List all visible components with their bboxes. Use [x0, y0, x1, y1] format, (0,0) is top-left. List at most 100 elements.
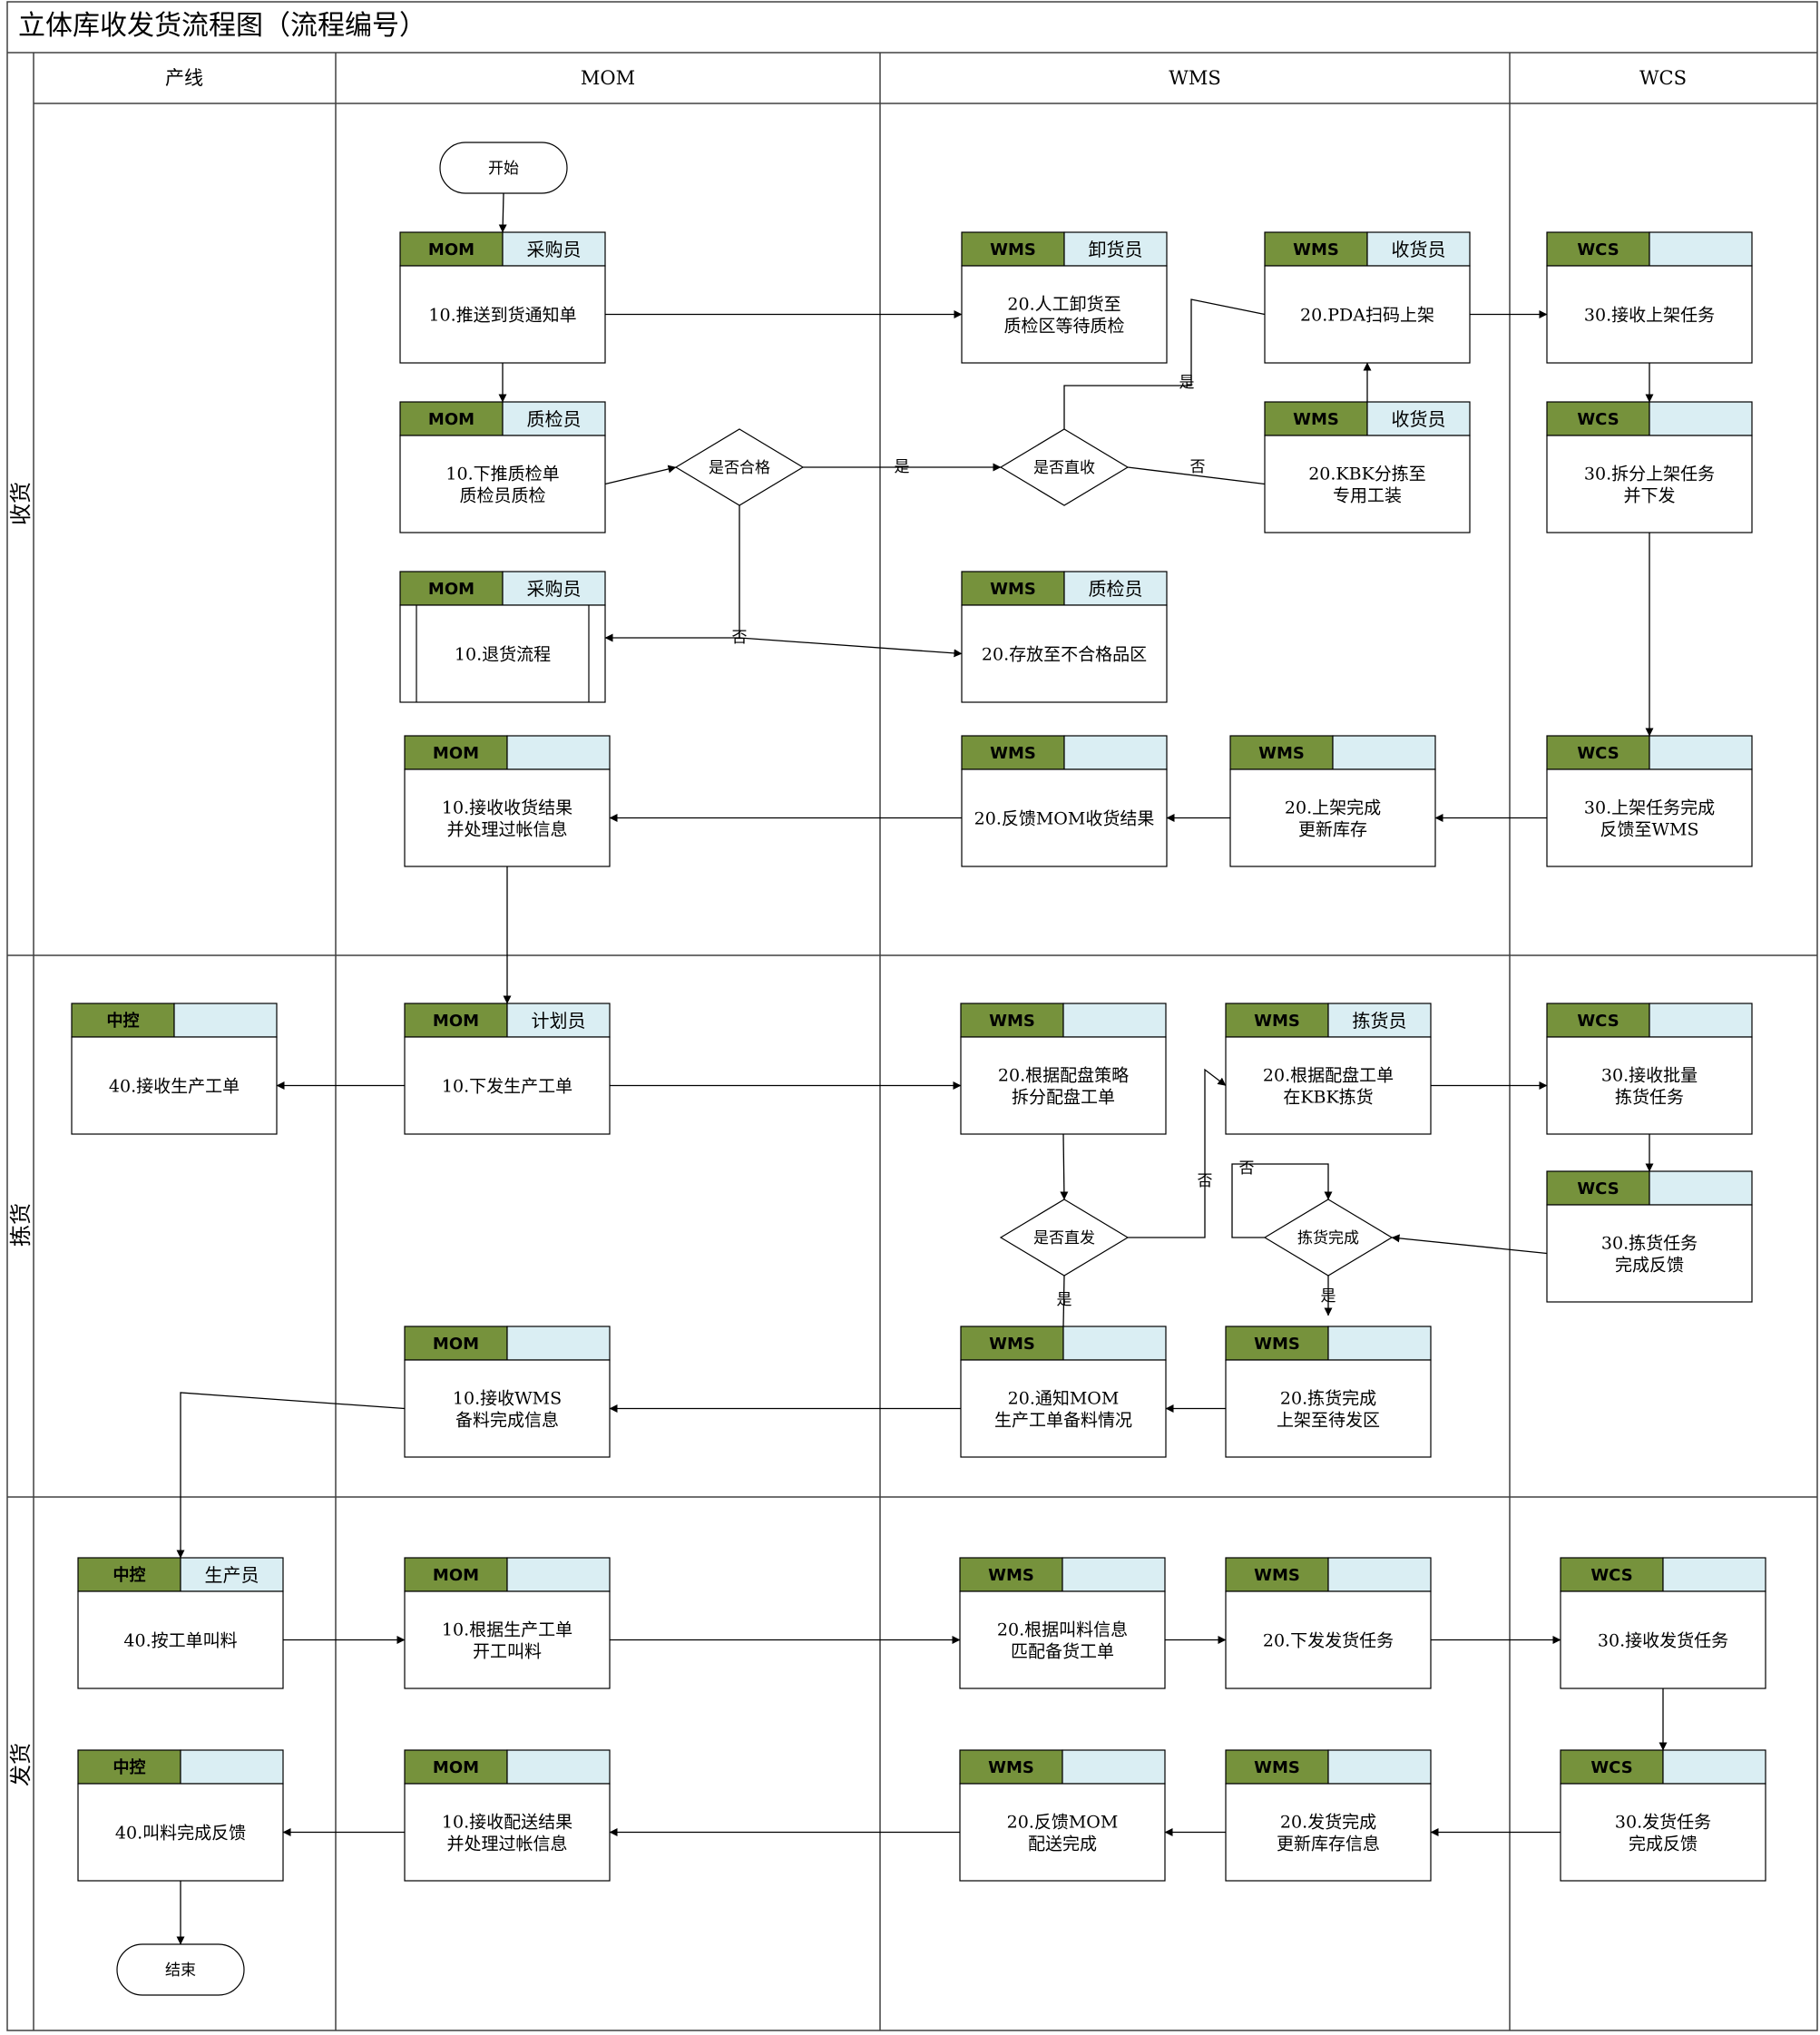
lane-labels: 收货 拣货 发货 — [8, 482, 34, 1786]
node-text: 20.发货完成 — [1280, 1813, 1376, 1833]
node-text: 40.按工单叫料 — [123, 1631, 237, 1651]
node-body — [399, 604, 606, 703]
node-text: 40.叫料完成反馈 — [115, 1824, 246, 1844]
node-text: 30.接收发货任务 — [1598, 1631, 1728, 1651]
node-body — [71, 1036, 278, 1135]
node-role: 质检员 — [1089, 578, 1143, 600]
node-text: 上架至待发区 — [1277, 1411, 1380, 1431]
node-role-band — [1327, 1749, 1432, 1785]
node-role: 采购员 — [527, 239, 582, 260]
node-tag-band — [1225, 1326, 1329, 1361]
flow-arrow — [604, 465, 677, 485]
node-system-tag: MOM — [428, 580, 475, 599]
node-text: 专用工装 — [1333, 486, 1402, 506]
node-text: 20.根据配盘策略 — [998, 1066, 1129, 1086]
node-text: 拆分配盘工单 — [1012, 1088, 1115, 1108]
node-body — [399, 435, 606, 533]
node-role: 拣货员 — [1353, 1010, 1407, 1032]
node-text: 20.通知MOM — [1008, 1389, 1120, 1409]
decision-label: 是否直发 — [1033, 1229, 1095, 1247]
node-system-tag: WMS — [1254, 1758, 1300, 1777]
node-role-band — [1332, 735, 1436, 770]
node-text: 拣货任务 — [1615, 1088, 1684, 1108]
node-tag-band — [399, 231, 504, 267]
node-role-band — [502, 571, 606, 606]
node-body — [1225, 1590, 1432, 1689]
flow-arrow — [1063, 298, 1266, 429]
node-body — [960, 1036, 1167, 1135]
node-text: 配送完成 — [1028, 1834, 1097, 1854]
node-body — [404, 768, 611, 867]
branch-label: 是 — [895, 458, 910, 476]
node-text: 20.反馈MOM — [1007, 1813, 1119, 1833]
node-body — [1560, 1783, 1766, 1882]
branch-label: 是 — [1321, 1287, 1336, 1306]
flow-arrow — [176, 1392, 406, 1559]
node-text: 20.反馈MOM收货结果 — [974, 809, 1155, 829]
node-text: 备料完成信息 — [455, 1411, 559, 1431]
node-tag-band — [961, 571, 1065, 606]
node-body — [1560, 1590, 1766, 1689]
node-text: 10.根据生产工单 — [442, 1620, 572, 1640]
node-text: 反馈至WMS — [1600, 820, 1699, 840]
column-header-wms: WMS — [1169, 67, 1220, 89]
node-text: 在KBK拣货 — [1283, 1088, 1373, 1108]
connectors — [176, 192, 1668, 1945]
node-text: 20.根据叫料信息 — [997, 1620, 1128, 1640]
node-tag-band — [1225, 1749, 1329, 1785]
decision-label: 拣货完成 — [1297, 1229, 1359, 1247]
node-role-band — [506, 735, 611, 770]
node-role-band — [1649, 231, 1753, 267]
node-role-band — [506, 1003, 611, 1038]
node-text: 20.PDA扫码上架 — [1300, 306, 1434, 326]
lane-label-shipping: 发货 — [8, 1743, 34, 1786]
node-body — [961, 265, 1168, 364]
node-system-tag: MOM — [433, 744, 479, 763]
node-text: 20.KBK分拣至 — [1308, 465, 1426, 484]
node-text: 20.下发发货任务 — [1263, 1631, 1394, 1651]
subprocess-bars — [416, 605, 590, 702]
branch-label: 是 — [1057, 1291, 1072, 1309]
node-role-band — [1062, 1326, 1167, 1361]
node-body — [960, 1359, 1167, 1458]
node-tag-band — [77, 1557, 181, 1592]
node-text: 生产工单备料情况 — [994, 1411, 1132, 1431]
terminal-label: 开始 — [488, 160, 519, 178]
flow-arrow — [1127, 466, 1266, 485]
node-system-tag: MOM — [433, 1758, 479, 1777]
flow-arrow — [1128, 1068, 1227, 1238]
node-system-tag: 中控 — [113, 1565, 146, 1585]
node-role-band — [1366, 231, 1471, 267]
node-role-band — [180, 1749, 284, 1785]
node-system-tag: WCS — [1590, 1566, 1632, 1585]
decision-label: 是否合格 — [709, 459, 770, 477]
node-text: 20.拣货完成 — [1280, 1389, 1376, 1409]
node-role-band — [173, 1003, 278, 1038]
column-header-mom: MOM — [581, 67, 635, 89]
node-body — [1264, 435, 1471, 533]
node-body — [1225, 1036, 1432, 1135]
node-tag-band — [1546, 1003, 1650, 1038]
node-system-tag: MOM — [433, 1566, 479, 1585]
node-role-band — [1327, 1003, 1432, 1038]
decision-node: 是否直收 — [999, 428, 1130, 506]
column-header-wcs: WCS — [1639, 67, 1687, 89]
node-role-band — [1366, 401, 1471, 436]
node-body — [959, 1783, 1166, 1882]
node-text: 并下发 — [1623, 486, 1675, 506]
node-system-tag: MOM — [433, 1012, 479, 1031]
node-role-band — [1662, 1557, 1766, 1592]
node-system-tag: WMS — [990, 240, 1036, 259]
node-tag-band — [1225, 1003, 1329, 1038]
node-text: 并处理过帐信息 — [446, 1834, 567, 1854]
node-role: 收货员 — [1392, 408, 1446, 430]
